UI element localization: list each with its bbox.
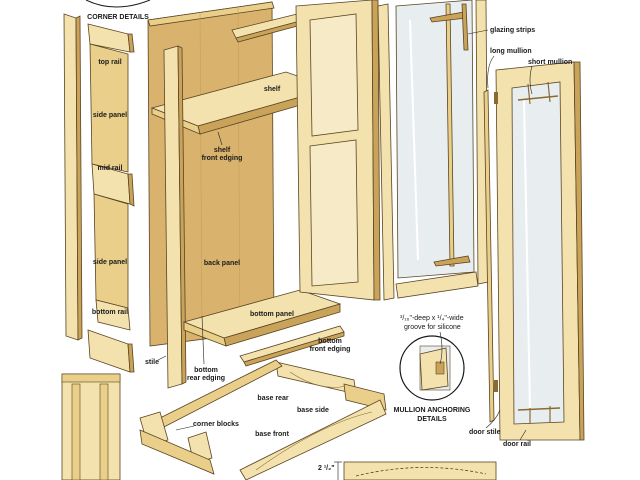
corner-details-inset: CORNER DETAILS [85, 0, 151, 21]
bottom-panel-part [182, 289, 342, 347]
shelf-front-edging-label-line1: shelf [214, 147, 231, 154]
long-mullion-leader [487, 55, 495, 89]
side-assembly-part [87, 23, 135, 373]
base-side-label: base side [297, 407, 329, 414]
top-rail-label: top rail [98, 59, 121, 66]
stile-leader [157, 355, 167, 361]
mullion-anchoring-detail [399, 335, 465, 401]
side-panel-upper-label: side panel [93, 112, 127, 119]
glazing-strips-leader [467, 29, 489, 35]
mid-rail-label: mid rail [98, 165, 123, 172]
door-rail-leader [519, 429, 527, 441]
mullion-anchoring-title-line1: MULLION ANCHORING [394, 407, 471, 414]
bottom-front-edging-label-line1: bottom [318, 338, 342, 345]
corner-details-title: CORNER DETAILS [87, 14, 149, 21]
short-mullion-label: short mullion [528, 59, 572, 66]
upper-door-part [377, 0, 489, 301]
left-stile-part [63, 13, 83, 341]
front-stile-part [163, 45, 187, 389]
bottom-rail-label: bottom rail [92, 309, 128, 316]
corner-blocks-leader [175, 425, 195, 431]
lower-door-part [494, 61, 585, 441]
groove-label-line1: ³/₁₆"-deep x ¹/₄"-wide [400, 315, 464, 322]
bottom-front-edging-label-line2: front edging [310, 346, 351, 353]
side-section-view [61, 373, 121, 480]
bottom-front-edging-part [239, 325, 345, 367]
groove-leader [439, 331, 443, 365]
bottom-rear-leader [201, 315, 205, 365]
short-mullion-leader [529, 65, 533, 95]
door-stile-leader [485, 409, 501, 429]
shelf-front-edging-label-line2: front edging [202, 155, 243, 162]
glazing-strips-label: glazing strips [490, 27, 535, 34]
shelf-edging-leader [217, 131, 223, 146]
long-mullion-label: long mullion [490, 48, 532, 55]
dimension-label: 2 ¹/₂" [318, 465, 335, 472]
bottom-panel-label: bottom panel [250, 311, 294, 318]
corner-blocks-label: corner blocks [193, 421, 239, 428]
base-assembly-part [139, 359, 387, 480]
base-front-label: base front [255, 431, 290, 438]
door-stile-label: door stile [469, 429, 501, 436]
shelf-label: shelf [264, 86, 281, 93]
bottom-rear-edging-label-line2: rear edging [187, 375, 225, 382]
groove-label-line2: groove for silicone [404, 324, 461, 331]
mullion-anchoring-title-line2: DETAILS [417, 416, 447, 423]
base-profile-detail [334, 461, 497, 480]
base-rear-label: base rear [257, 395, 288, 402]
stile-label: stile [145, 359, 159, 366]
cabinet-face-frame-part [295, 0, 381, 301]
back-panel-label: back panel [204, 260, 240, 267]
side-panel-lower-label: side panel [93, 259, 127, 266]
bottom-rear-edging-label-line1: bottom [194, 367, 218, 374]
door-rail-label: door rail [503, 441, 531, 448]
